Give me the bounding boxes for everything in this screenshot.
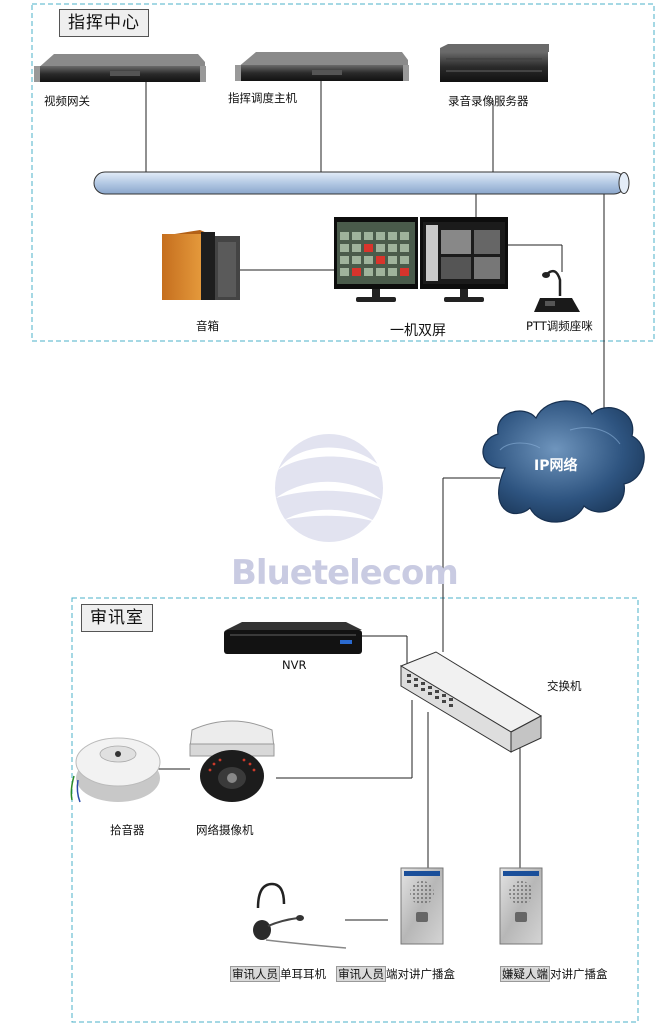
officer-box-label-highlight: 审讯人员 (336, 966, 386, 982)
network-bus-pipe (93, 171, 630, 195)
suspect-box-label-highlight: 嫌疑人端 (500, 966, 550, 982)
dispatch-host-label: 指挥调度主机 (228, 91, 297, 105)
officer-intercom-box-device (400, 867, 444, 945)
ptt-mic-device (534, 269, 580, 312)
network-switch-device (399, 651, 543, 753)
video-gateway-device (34, 54, 206, 82)
officer-box-label: 审讯人员端对讲广播盒 (336, 966, 455, 982)
pickup-microphone-device (70, 737, 161, 803)
recording-server-device (440, 44, 549, 82)
dual-screen-monitors (334, 217, 508, 302)
headset-label: 审讯人员单耳耳机 (230, 966, 326, 982)
pickup-label: 拾音器 (110, 823, 145, 837)
nvr-device (224, 622, 362, 654)
headset-label-rest: 单耳耳机 (280, 967, 326, 981)
command-center-title: 指挥中心 (59, 9, 149, 37)
suspect-box-label-rest: 对讲广播盒 (550, 967, 608, 981)
watermark-brand-text: Bluetelecom (231, 553, 459, 593)
dual-screen-label: 一机双屏 (390, 323, 446, 339)
headset-device (253, 882, 347, 949)
speaker-label: 音箱 (196, 319, 219, 333)
officer-box-label-rest: 端对讲广播盒 (386, 967, 455, 981)
ptt-mic-label: PTT调频座咪 (526, 319, 593, 333)
switch-label: 交换机 (547, 679, 582, 693)
speaker-device (162, 230, 240, 300)
suspect-intercom-box-device (499, 867, 543, 945)
ip-camera-device (189, 720, 275, 802)
suspect-box-label: 嫌疑人端对讲广播盒 (500, 966, 608, 982)
ip-network-label: IP网络 (534, 458, 578, 474)
bluetelecom-watermark-logo (275, 434, 384, 542)
headset-label-highlight: 审讯人员 (230, 966, 280, 982)
video-gateway-label: 视频网关 (44, 94, 90, 108)
nvr-label: NVR (282, 658, 307, 672)
recording-server-label: 录音录像服务器 (448, 94, 529, 108)
interrogation-room-title: 审讯室 (81, 604, 153, 632)
connection-lines (145, 81, 605, 921)
ip-network-cloud (482, 400, 645, 523)
ip-camera-label: 网络摄像机 (196, 823, 254, 837)
interrogation-room-border (71, 597, 639, 1023)
dispatch-host-device (235, 52, 409, 81)
